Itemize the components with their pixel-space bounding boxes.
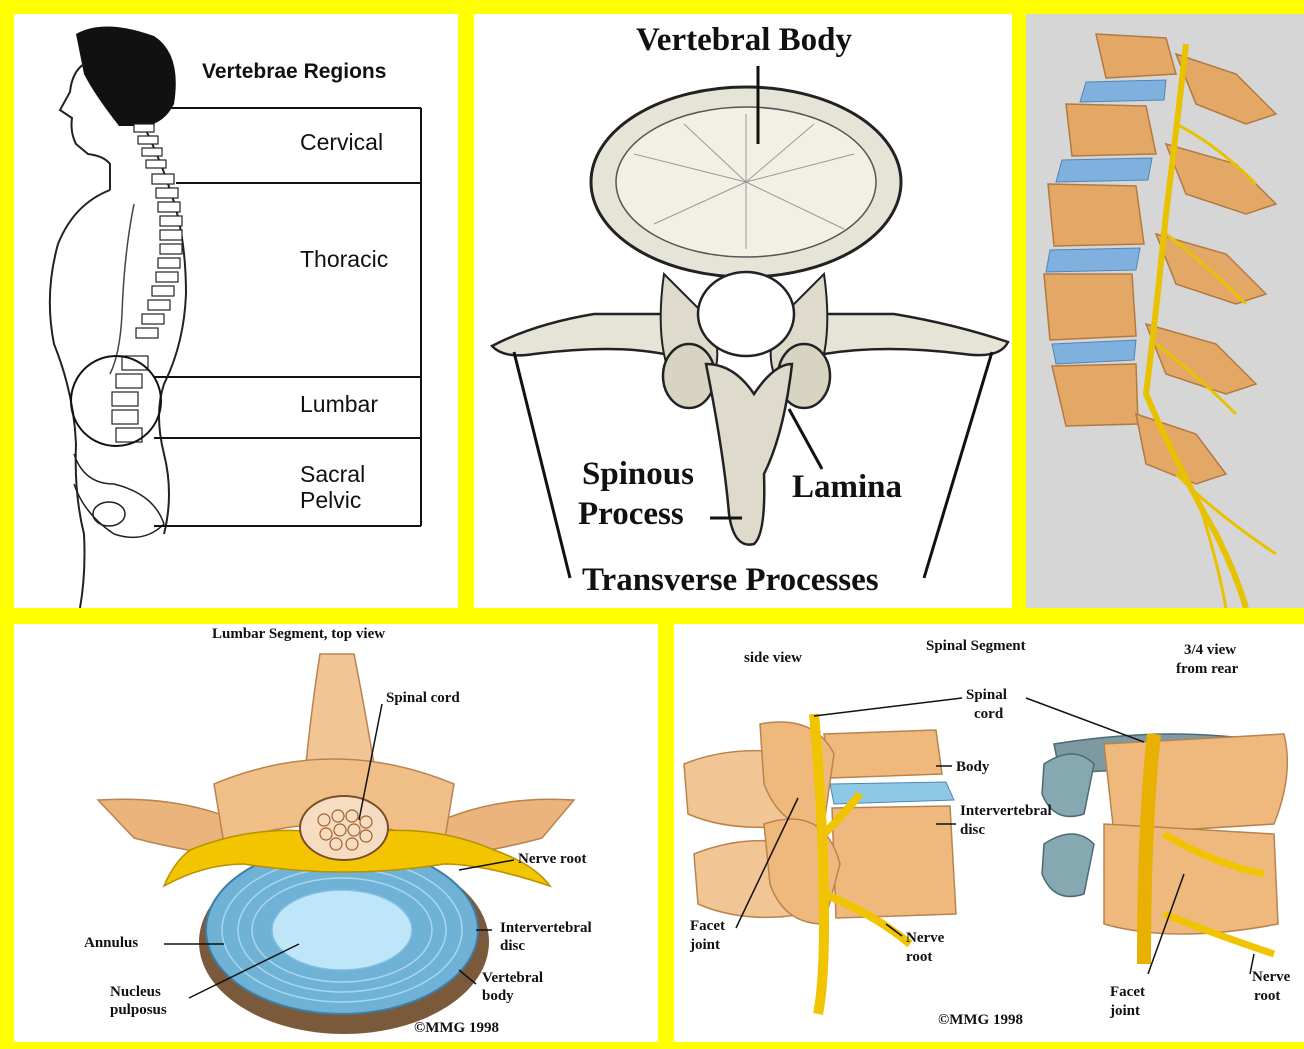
lumbar-segment-drawing (14, 624, 658, 1042)
region-sacral: Sacral (300, 461, 365, 488)
vertebra-drawing (474, 14, 1012, 608)
rear-view-label-line1: 3/4 view (1184, 642, 1236, 659)
spinal-cord-label-line1: Spinal (966, 687, 1007, 704)
rear-facet-label-line1: Facet (1110, 984, 1145, 1001)
rear-nerve-label-line1: Nerve (1252, 969, 1290, 986)
segment-disc-label-line2: disc (960, 822, 985, 839)
spinal-cord-label-line2: cord (974, 706, 1003, 723)
vertebral-body-label: Vertebral Body (636, 22, 852, 59)
rear-facet-label-line2: joint (1110, 1003, 1140, 1020)
region-thoracic: Thoracic (300, 246, 388, 273)
human-silhouette-figure (14, 14, 458, 608)
rear-view-label-line2: from rear (1176, 661, 1238, 678)
transverse-processes-label: Transverse Processes (582, 562, 879, 599)
region-lumbar: Lumbar (300, 391, 378, 418)
spinous-label-line2: Process (578, 496, 684, 533)
annulus-label: Annulus (84, 935, 138, 952)
lamina-label: Lamina (792, 469, 902, 506)
nerve-root-label-line2: root (906, 949, 932, 966)
spinal-segment-panel: Spinal Segment side view 3/4 view from r… (674, 624, 1304, 1042)
regions-title: Vertebrae Regions (202, 60, 386, 84)
intervertebral-disc-label-line2: disc (500, 938, 525, 955)
nucleus-label-line1: Nucleus (110, 984, 161, 1001)
vertebra-anatomy-panel: Vertebral Body Spinous Process Lamina Tr… (474, 14, 1012, 608)
lumbar-title: Lumbar Segment, top view (212, 626, 385, 643)
nucleus-label-line2: pulposus (110, 1002, 167, 1019)
spinous-label-line1: Spinous (582, 456, 694, 493)
vertebral-body-label-line2: body (482, 988, 514, 1005)
side-view-label: side view (744, 650, 802, 667)
facet-joint-label-line1: Facet (690, 918, 725, 935)
rear-nerve-label-line2: root (1254, 988, 1280, 1005)
spine-side-drawing (1026, 14, 1304, 608)
facet-joint-label-line2: joint (690, 937, 720, 954)
body-label: Body (956, 759, 989, 776)
spine-column (112, 124, 182, 442)
segment-title: Spinal Segment (926, 638, 1026, 655)
nerve-root-label-line1: Nerve (906, 930, 944, 947)
lumbar-segment-panel: Lumbar Segment, top view Spinal cord Ner… (14, 624, 658, 1042)
segment-disc-label-line1: Intervertebral (960, 803, 1052, 820)
spinal-cord-label: Spinal cord (386, 690, 460, 707)
vertebral-body-label-line1: Vertebral (482, 970, 543, 987)
region-pelvic: Pelvic (300, 487, 361, 514)
intervertebral-disc-label-line1: Intervertebral (500, 920, 592, 937)
region-cervical: Cervical (300, 129, 383, 156)
nerve-root-label: Nerve root (518, 851, 586, 868)
segment-copyright: ©MMG 1998 (938, 1012, 1023, 1029)
spine-side-illustration (1026, 14, 1304, 608)
vertebrae-regions-panel: Vertebrae Regions Cervical Thoracic Lumb… (14, 14, 458, 608)
lumbar-copyright: ©MMG 1998 (414, 1020, 499, 1037)
